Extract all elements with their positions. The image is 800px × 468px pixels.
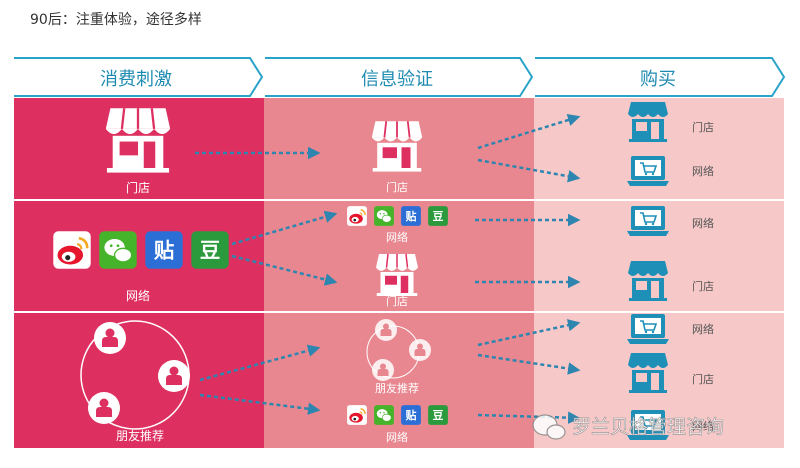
laptop-cart-icon	[626, 313, 670, 345]
store-icon	[370, 120, 424, 173]
svg-text:豆: 豆	[433, 210, 444, 223]
person-icon	[375, 319, 397, 341]
stage-bar-1: 消费刺激	[14, 57, 264, 97]
row2-verify-label-1: 网络	[386, 230, 408, 244]
svg-text:贴: 贴	[405, 408, 417, 422]
laptop-cart-icon	[626, 155, 670, 187]
stage-label-purchase: 购买	[640, 69, 676, 90]
svg-text:豆: 豆	[200, 239, 220, 263]
stage-label-stimulus: 消费刺激	[100, 69, 172, 90]
weibo-icon	[52, 230, 92, 270]
flow-arrow	[231, 254, 338, 286]
wechat-icon	[373, 404, 395, 426]
tieba-icon: 贴	[145, 231, 183, 269]
flow-arrow	[477, 353, 581, 375]
row1-verify-label: 门店	[386, 180, 408, 194]
row3-purchase-label-2: 门店	[692, 372, 714, 386]
weibo-icon	[346, 404, 368, 426]
flow-arrow	[477, 113, 581, 150]
row2-stimulus-label: 网络	[126, 288, 150, 303]
stage-bar-3: 购买	[535, 57, 786, 97]
svg-text:贴: 贴	[405, 209, 417, 223]
row2-verify-label-2: 门店	[386, 294, 408, 308]
weibo-icon	[346, 205, 368, 227]
flow-arrow	[477, 411, 581, 424]
svg-text:豆: 豆	[433, 409, 444, 422]
watermark-text: 罗兰贝格管理咨询	[572, 416, 724, 438]
wechat-watermark: 罗兰贝格管理咨询	[532, 414, 724, 440]
person-icon	[88, 392, 120, 424]
tieba-icon: 贴	[401, 206, 421, 226]
flow-arrow	[231, 210, 338, 246]
row2-purchase-label-2: 门店	[692, 279, 714, 293]
row3-verify-label-2: 网络	[386, 430, 408, 444]
row1-purchase-label-1: 门店	[692, 120, 714, 134]
row3-verify-label-1: 朋友推荐	[375, 381, 419, 395]
person-icon	[94, 322, 126, 354]
person-icon	[409, 339, 431, 361]
tieba-icon: 贴	[401, 405, 421, 425]
header-caption: 90后：注重体验，途径多样	[30, 11, 202, 28]
flow-arrow	[199, 393, 321, 415]
store-icon	[375, 253, 419, 297]
row3-stimulus-label: 朋友推荐	[116, 429, 164, 443]
flow-arrow	[199, 344, 321, 382]
stage-bar-2: 信息验证	[265, 57, 534, 97]
wechat-icon	[373, 205, 395, 227]
person-icon	[158, 360, 190, 392]
laptop-cart-icon	[626, 205, 670, 237]
store-icon	[628, 102, 668, 142]
svg-text:贴: 贴	[154, 239, 174, 263]
row2-purchase-label-1: 网络	[692, 216, 714, 230]
row1-stimulus-label: 门店	[126, 180, 150, 195]
flow-arrow	[477, 158, 581, 183]
store-icon	[628, 261, 668, 301]
wechat-icon	[98, 230, 138, 270]
store-icon	[104, 107, 172, 174]
person-icon	[372, 359, 394, 381]
flow-arrow	[477, 319, 581, 347]
douban-icon: 豆	[191, 231, 229, 269]
row3-purchase-label-3: 网络	[692, 419, 714, 433]
row1-purchase-label-2: 网络	[692, 164, 714, 178]
douban-icon: 豆	[428, 405, 448, 425]
douban-icon: 豆	[428, 206, 448, 226]
row3-purchase-label-1: 网络	[692, 322, 714, 336]
store-icon	[628, 353, 668, 393]
stage-label-verification: 信息验证	[361, 69, 433, 90]
